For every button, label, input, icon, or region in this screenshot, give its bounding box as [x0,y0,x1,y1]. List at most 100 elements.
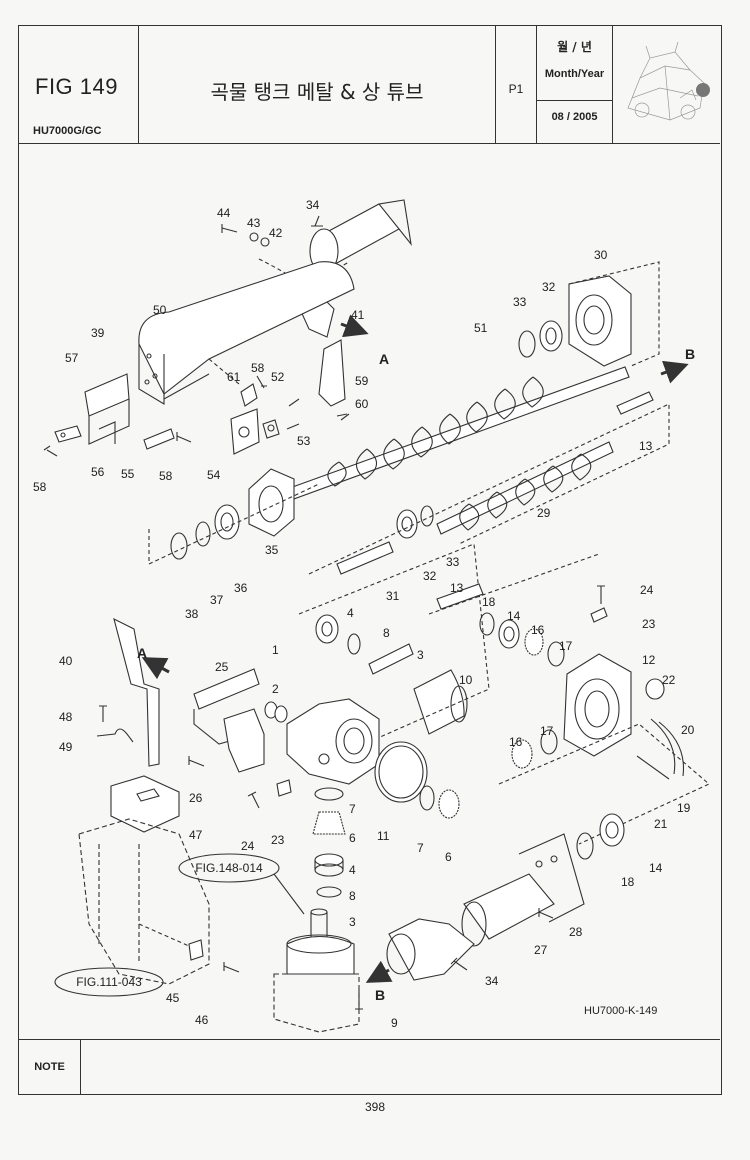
bearing-36 [214,504,240,540]
label-4-upper: 4 [347,606,354,620]
plate-45 [138,923,204,961]
arrow-label-a-top: A [379,351,389,367]
outlet-tube [365,918,475,983]
label-31: 31 [386,589,400,603]
ring-17-upper [547,641,565,667]
arrow-label-a-left: A [137,645,147,661]
label-44: 44 [217,206,231,220]
label-13-top: 13 [639,439,653,453]
label-29: 29 [537,506,551,520]
label-26: 26 [189,791,203,805]
label-58-right: 58 [159,469,173,483]
note-label: NOTE [19,1040,81,1094]
header: FIG 149 HU7000G/GC 곡물 탱크 메탈 & 상 튜브 P1 월 … [19,26,720,144]
label-39: 39 [91,326,105,340]
label-33-lower: 33 [446,555,460,569]
label-36: 36 [234,581,248,595]
clip-23-upper [590,607,608,623]
fig-number: FIG 149 [35,74,118,99]
shaft-31 [336,541,394,575]
label-22: 22 [662,673,676,687]
label-37: 37 [210,593,224,607]
ring-8-stack [316,886,342,898]
label-46: 46 [195,1013,209,1027]
highlight-dot [696,83,710,97]
bolt-44-washers [221,224,270,247]
shaft-13-top [616,360,689,415]
arrow-label-b-top: B [685,346,695,362]
bolt-28 [538,908,554,919]
plate-56 [54,425,82,443]
month-year-divider [537,100,612,101]
ref-fig111: FIG.111-043 [76,975,142,989]
label-6-right: 6 [445,850,452,864]
bearing-4-upper [315,614,339,644]
label-17-upper: 17 [559,639,573,653]
bracket-54-assembly [230,339,350,455]
gear-6-stack [312,811,346,835]
label-33-top: 33 [513,295,527,309]
auger-29 [436,441,614,535]
ring-37 [195,521,211,547]
lower-housing [286,934,355,975]
label-10: 10 [459,673,473,687]
label-14-lower: 14 [649,861,663,875]
label-48: 48 [59,710,73,724]
label-61: 61 [227,370,241,384]
gear-16-lower [511,739,533,769]
label-12: 12 [642,653,656,667]
label-24-lower: 24 [241,839,255,853]
label-55: 55 [121,467,135,481]
ring-18-upper [479,612,495,636]
ring-38 [170,532,188,560]
label-1: 1 [272,643,279,657]
label-59: 59 [355,374,369,388]
plate-55 [143,428,175,450]
label-18-upper: 18 [482,595,496,609]
label-25: 25 [215,660,229,674]
arrow-label-b-lower: B [375,987,385,1003]
label-51: 51 [474,321,488,335]
housing-ghost [273,973,360,1033]
label-23-upper: 23 [642,617,656,631]
shaft-13-mid [436,583,484,610]
title-cell: 곡물 탱크 메탈 & 상 튜브 [139,26,496,143]
bolt-48 [99,705,107,722]
label-16-lower: 16 [509,735,523,749]
label-56: 56 [91,465,105,479]
bolts-58 [43,375,267,457]
bracket-40 [113,617,170,767]
label-2: 2 [272,682,279,696]
label-8-upper: 8 [383,626,390,640]
label-54: 54 [207,468,221,482]
label-32-top: 32 [542,280,556,294]
exploded-parts-diagram: 44 43 42 34 30 50 41 39 57 33 32 51 61 5… [33,198,711,1033]
month-year-cell: 월 / 년 Month/Year 08 / 2005 [537,26,613,143]
bolt-34-lower [450,957,468,971]
ring-18-lower [576,832,594,860]
ref-148-ellipse [178,853,280,883]
ring-7-stack [314,787,344,801]
month-year-date: 08 / 2005 [551,111,598,123]
fig-cell: FIG 149 HU7000G/GC [19,26,139,143]
label-6-stack: 6 [349,831,356,845]
label-21: 21 [654,817,668,831]
label-30: 30 [594,248,608,262]
label-23-lower: 23 [271,833,285,847]
label-3-stack: 3 [349,915,356,929]
month-year-korean: 월 / 년 [557,40,592,54]
bearing-4-stack [314,853,344,877]
bolt-34-top [311,215,323,227]
bracket-57 [84,373,130,445]
bearing-14-lower [599,813,625,847]
ring-8-upper [347,633,361,655]
bolt-26 [188,756,205,767]
tube-27 [461,833,585,947]
label-8-stack: 8 [349,889,356,903]
page-number: 398 [364,1100,386,1114]
label-47: 47 [189,828,203,842]
label-60: 60 [355,397,369,411]
bearing-32-lower [396,505,434,539]
label-42: 42 [269,226,283,240]
label-14-upper: 14 [507,609,521,623]
